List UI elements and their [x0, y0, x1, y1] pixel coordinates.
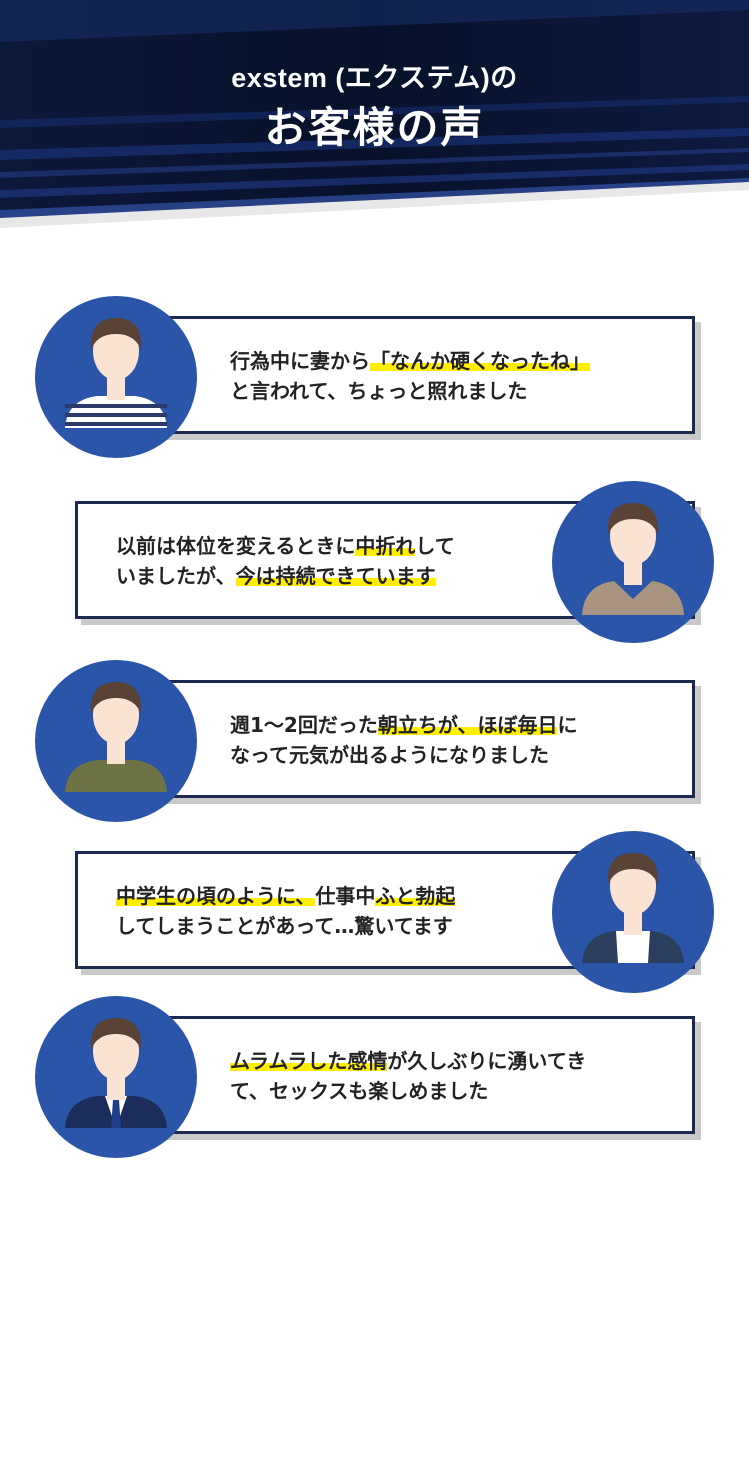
highlighted-text: 今は持続できています	[235, 564, 436, 588]
quote-text: に	[557, 713, 578, 737]
highlighted-text: 朝立ちが、ほぼ毎日	[377, 713, 558, 737]
quote-text: 仕事中	[315, 884, 376, 908]
quote-text: 週1〜2回だった	[230, 713, 378, 737]
quote-line: と言われて、ちょっと照れました	[230, 376, 590, 406]
testimonial-quote: 週1〜2回だった朝立ちが、ほぼ毎日になって元気が出るようになりました	[230, 710, 577, 770]
testimonial-item: 行為中に妻から「なんか硬くなったね」と言われて、ちょっと照れました	[0, 296, 749, 458]
quote-text: 以前は体位を変えるときに	[116, 534, 356, 558]
header-subtitle: exstem (エクステム)の	[231, 63, 518, 93]
quote-text: が久しぶりに湧いてき	[387, 1049, 587, 1073]
quote-line: 中学生の頃のように、仕事中ふと勃起	[116, 881, 456, 911]
man-business-suit-icon	[35, 996, 197, 1158]
quote-text: なって元気が出るようになりました	[230, 743, 549, 767]
highlighted-text: 「なんか硬くなったね」	[370, 349, 590, 373]
highlighted-text: 中折れ	[355, 534, 416, 558]
man-brown-sweater-icon	[552, 481, 714, 643]
highlighted-text: ふと勃起	[375, 884, 456, 908]
highlighted-text: 中学生の頃のように、	[116, 884, 316, 908]
man-green-shirt-icon	[35, 660, 197, 822]
testimonial-item: ムラムラした感情が久しぶりに湧いてきて、セックスも楽しめました	[0, 996, 749, 1158]
header-background	[0, 0, 749, 228]
quote-line: て、セックスも楽しめました	[230, 1076, 586, 1106]
quote-line: してしまうことがあって…驚いてます	[116, 911, 455, 941]
quote-text: て、セックスも楽しめました	[230, 1079, 489, 1103]
quote-line: ムラムラした感情が久しぶりに湧いてき	[230, 1046, 586, 1076]
testimonial-quote: 以前は体位を変えるときに中折れしていましたが、今は持続できています	[116, 531, 455, 591]
quote-text: して	[415, 534, 455, 558]
quote-line: 以前は体位を変えるときに中折れして	[116, 531, 455, 561]
testimonial-item: 中学生の頃のように、仕事中ふと勃起してしまうことがあって…驚いてます	[0, 831, 749, 993]
highlighted-text: ムラムラした感情	[230, 1049, 388, 1073]
quote-text: 行為中に妻から	[230, 349, 370, 373]
man-striped-shirt-icon	[35, 296, 197, 458]
testimonial-quote: ムラムラした感情が久しぶりに湧いてきて、セックスも楽しめました	[230, 1046, 586, 1106]
quote-text: してしまうことがあって…驚いてます	[116, 914, 453, 938]
quote-text: いましたが、	[116, 564, 236, 588]
quote-line: なって元気が出るようになりました	[230, 740, 577, 770]
header-text: exstem (エクステム)の お客様の声	[0, 58, 749, 156]
testimonial-item: 以前は体位を変えるときに中折れしていましたが、今は持続できています	[0, 481, 749, 643]
quote-text: と言われて、ちょっと照れました	[230, 379, 528, 403]
testimonial-item: 週1〜2回だった朝立ちが、ほぼ毎日になって元気が出るようになりました	[0, 660, 749, 822]
quote-line: 行為中に妻から「なんか硬くなったね」	[230, 346, 590, 376]
header-banner: exstem (エクステム)の お客様の声	[0, 0, 749, 232]
page-title: お客様の声	[264, 103, 485, 152]
quote-line: 週1〜2回だった朝立ちが、ほぼ毎日に	[230, 710, 577, 740]
man-jacket-icon	[552, 831, 714, 993]
quote-line: いましたが、今は持続できています	[116, 561, 455, 591]
testimonial-quote: 行為中に妻から「なんか硬くなったね」と言われて、ちょっと照れました	[230, 346, 590, 406]
testimonial-quote: 中学生の頃のように、仕事中ふと勃起してしまうことがあって…驚いてます	[116, 881, 456, 941]
